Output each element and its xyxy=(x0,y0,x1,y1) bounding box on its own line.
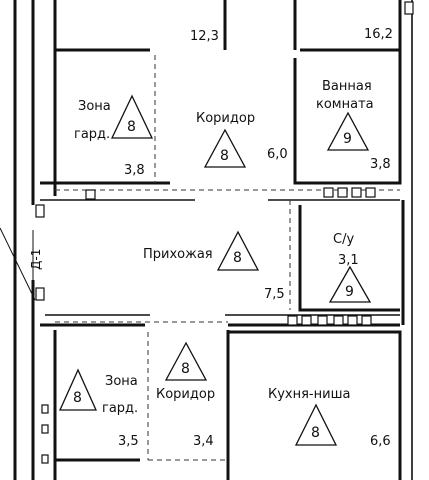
category-triangle xyxy=(328,265,372,303)
category-number: 8 xyxy=(220,148,229,164)
category-number: 8 xyxy=(127,119,136,135)
category-number: 8 xyxy=(311,425,320,441)
room-prihozhaya: Прихожая 8 7,5 xyxy=(143,230,285,302)
room-area: 6,0 xyxy=(267,147,288,162)
room-koridor-bottom: 8 Коридор 3,4 xyxy=(156,341,215,449)
room-label-line2: комната xyxy=(316,97,374,112)
area-top-left: 12,3 xyxy=(190,29,219,44)
category-triangle xyxy=(216,230,260,271)
room-zona-gard-top: Зона гард. 8 3,8 xyxy=(74,94,154,178)
room-label: Кухня-ниша xyxy=(268,387,350,402)
category-triangle xyxy=(326,111,370,151)
category-triangle xyxy=(294,403,338,446)
category-number: 8 xyxy=(181,361,190,377)
room-label-line2: гард. xyxy=(102,401,138,416)
category-number: 9 xyxy=(343,131,352,147)
walls xyxy=(13,0,413,480)
category-triangle xyxy=(203,128,247,168)
category-number: 8 xyxy=(233,250,242,266)
room-area: 3,5 xyxy=(118,434,139,449)
room-label-line1: Зона xyxy=(105,374,138,389)
room-zona-gard-bottom: 8 Зона гард. 3,5 xyxy=(58,368,139,449)
room-area: 6,6 xyxy=(370,434,391,449)
room-label-line2: гард. xyxy=(74,127,110,142)
room-area: 3,8 xyxy=(370,157,391,172)
category-triangle xyxy=(110,94,154,139)
room-label: Коридор xyxy=(156,387,215,402)
room-area: 3,8 xyxy=(124,163,145,178)
room-area: 3,1 xyxy=(338,253,359,268)
room-area: 7,5 xyxy=(264,287,285,302)
room-label-line1: Зона xyxy=(78,99,111,114)
room-label: С/у xyxy=(333,232,354,247)
room-vannaya: Ванная комната 9 3,8 xyxy=(316,79,391,172)
fixtures xyxy=(35,1,414,464)
entrance-door xyxy=(0,227,36,301)
area-top-right: 16,2 xyxy=(364,27,393,42)
category-number: 8 xyxy=(73,390,82,406)
door-label: Д-1 xyxy=(29,249,43,270)
room-area: 3,4 xyxy=(193,434,214,449)
category-number: 9 xyxy=(345,284,354,300)
room-su: С/у 3,1 9 xyxy=(328,232,372,303)
room-label: Коридор xyxy=(196,111,255,126)
room-label: Прихожая xyxy=(143,247,213,262)
room-label-line1: Ванная xyxy=(322,79,372,94)
zone-lines xyxy=(55,55,400,461)
room-kuhnya: Кухня-ниша 8 6,6 xyxy=(268,387,391,449)
category-triangle xyxy=(58,368,98,411)
category-triangle xyxy=(164,341,208,381)
room-koridor-top: Коридор 8 6,0 xyxy=(196,111,288,168)
